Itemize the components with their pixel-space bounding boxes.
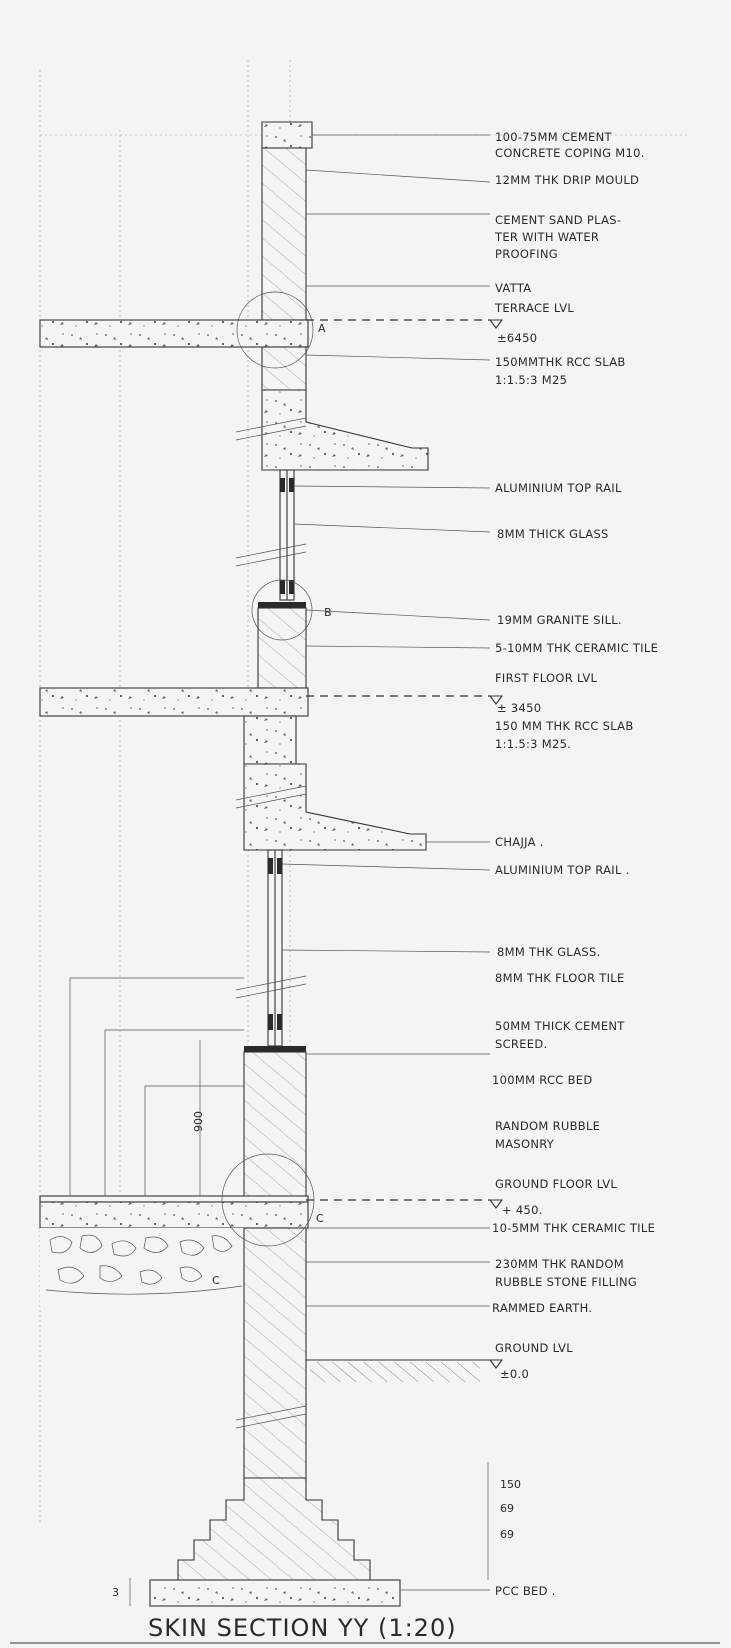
label-screed-1: 50MM THICK CEMENT [495,1019,625,1033]
label-pcc-bed: PCC BED . [495,1584,556,1598]
break-marks [235,417,307,1429]
label-ground-value: ±0.0 [500,1367,529,1381]
first-floor-slab [39,687,309,717]
label-drip-mould: 12MM THK DRIP MOULD [495,173,639,187]
ground-floor-tile [39,1195,309,1203]
rubble-masonry-wall [243,1051,307,1203]
label-plaster-2: TER WITH WATER [494,230,599,244]
earth-hatch [310,1362,480,1382]
label-screed-2: SCREED. [495,1037,547,1051]
granite-sill [258,602,306,608]
label-ground-lvl: GROUND LVL [495,1341,573,1355]
terrace-beam [261,346,307,391]
label-top-rail-2: ALUMINIUM TOP RAIL . [495,863,630,877]
label-rcc-bed: 100MM RCC BED [492,1073,593,1087]
label-stone-filling-1: 230MM THK RANDOM [495,1257,624,1271]
label-stone-filling-2: RUBBLE STONE FILLING [495,1275,637,1289]
label-ground-floor-value: + 450. [502,1203,543,1217]
parapet-wall [261,147,307,321]
ground-floor-bed [39,1201,309,1229]
rcc-bed [244,1046,306,1052]
dim-900: 900 [192,1111,205,1132]
pcc-bed [149,1579,401,1607]
label-rammed-earth: RAMMED EARTH. [492,1301,592,1315]
dim-150: 150 [500,1478,521,1491]
label-ceramic-tile-2: 10-5MM THK CERAMIC TILE [492,1221,655,1235]
label-chajja: CHAJJA . [495,835,544,849]
callout-c-2: C [212,1274,220,1287]
callout-c: C [316,1212,324,1225]
dim-69-a: 69 [500,1502,514,1515]
label-terrace-lvl: TERRACE LVL [494,301,574,315]
label-granite-sill: 19MM GRANITE SILL. [497,613,622,627]
dim-69-b: 69 [500,1528,514,1541]
upper-sill-wall [257,607,307,689]
label-coping-2: CONCRETE COPING M10. [495,146,645,160]
first-floor-beam [243,715,297,765]
label-terrace-slab-2: 1:1.5:3 M25 [495,373,567,387]
label-coping-1: 100-75MM CEMENT [495,130,613,144]
label-vatta: VATTA [495,281,531,295]
rubble-filling [40,1228,244,1306]
lower-chajja [243,763,427,851]
dim-3: 3 [112,1586,119,1599]
label-glass-1: 8MM THICK GLASS [497,527,609,541]
label-glass-2: 8MM THK GLASS. [497,945,601,959]
foundation-wall [243,1227,307,1479]
label-ceramic-tile-1: 5-10MM THK CERAMIC TILE [495,641,658,655]
drawing-title: SKIN SECTION YY (1:20) [148,1614,457,1642]
label-rubble-2: MASONRY [495,1137,555,1151]
label-floor-tile: 8MM THK FLOOR TILE [495,971,625,985]
lower-window [267,849,283,1047]
dimension-lines: 900 150 69 69 3 [69,977,521,1606]
coping [261,121,313,149]
label-rubble-1: RANDOM RUBBLE [495,1119,600,1133]
label-first-floor-value: ± 3450 [497,701,541,715]
label-plaster-3: PROOFING [495,247,558,261]
label-first-floor-lvl: FIRST FLOOR LVL [495,671,598,685]
terrace-slab [39,319,309,348]
label-ground-floor-lvl: GROUND FLOOR LVL [495,1177,617,1191]
callout-a: A [318,322,326,335]
level-lines [306,319,504,1369]
label-ff-slab-1: 150 MM THK RCC SLAB [495,719,634,733]
label-plaster-1: CEMENT SAND PLAS- [495,213,621,227]
label-top-rail-1: ALUMINIUM TOP RAIL [495,481,622,495]
label-terrace-slab-1: 150MMTHK RCC SLAB [495,355,626,369]
upper-window [279,469,295,601]
label-terrace-value: ±6450 [497,331,537,345]
stepped-footing [177,1477,371,1581]
annotation-labels: 100-75MM CEMENT CONCRETE COPING M10. 12M… [492,130,658,1598]
callout-b: B [324,606,332,619]
label-ff-slab-2: 1:1.5:3 M25. [495,737,571,751]
section-structure [39,121,490,1607]
leader-lines [281,134,491,1591]
